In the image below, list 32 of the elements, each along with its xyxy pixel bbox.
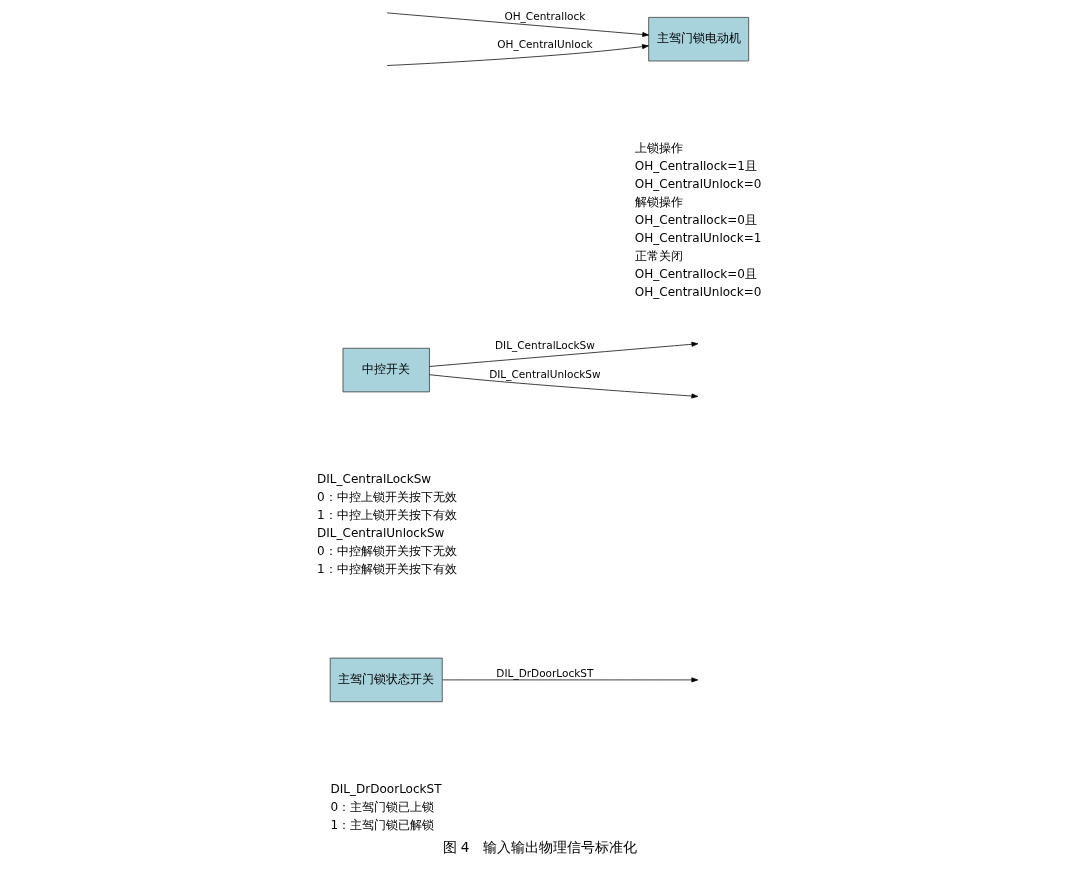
- arrow: [429, 341, 699, 367]
- label: 0：中控解锁开关按下无效: [317, 543, 457, 558]
- edge-label: DIL_DrDoorLockST: [496, 667, 594, 680]
- label: OH_Centrallock=0且: [634, 267, 757, 282]
- label: 正常关闭: [634, 249, 683, 264]
- caption: 图 4 输入输出物理信号标准化: [442, 839, 638, 856]
- label: 1：中控上锁开关按下有效: [317, 507, 457, 522]
- edge-label: DIL_CentralUnlockSw: [489, 367, 601, 380]
- label: OH_Centrallock=1且: [634, 158, 757, 173]
- edge-label: OH_CentralUnlock: [497, 38, 593, 51]
- edge-label: OH_Centrallock: [504, 9, 586, 22]
- label: OH_CentralUnlock=0: [634, 285, 762, 300]
- label: OH_Centrallock=0且: [634, 213, 757, 228]
- label: 解锁操作: [634, 194, 683, 209]
- arrow: [386, 12, 650, 37]
- arrow: [386, 44, 649, 66]
- label: DIL_CentralUnlockSw: [317, 525, 445, 540]
- label: 1：主驾门锁已解锁: [330, 817, 435, 832]
- label: DIL_CentralLockSw: [317, 471, 432, 486]
- node-box: 主驾门锁状态开关: [329, 657, 443, 703]
- label: OH_CentralUnlock=1: [634, 231, 762, 246]
- label: 上锁操作: [634, 140, 683, 155]
- label: 0：中控上锁开关按下无效: [317, 489, 457, 504]
- arrow: [429, 374, 699, 399]
- label: OH_CentralUnlock=0: [634, 176, 762, 191]
- label: DIL_DrDoorLockST: [330, 781, 442, 796]
- arrow: [442, 677, 699, 683]
- node-box: 主驾门锁电动机: [648, 17, 750, 62]
- edge-label: DIL_CentralLockSw: [494, 339, 595, 352]
- label: 0：主驾门锁已上锁: [330, 799, 435, 814]
- node-box: 中控开关: [342, 347, 430, 393]
- label: 1：中控解锁开关按下有效: [317, 561, 457, 576]
